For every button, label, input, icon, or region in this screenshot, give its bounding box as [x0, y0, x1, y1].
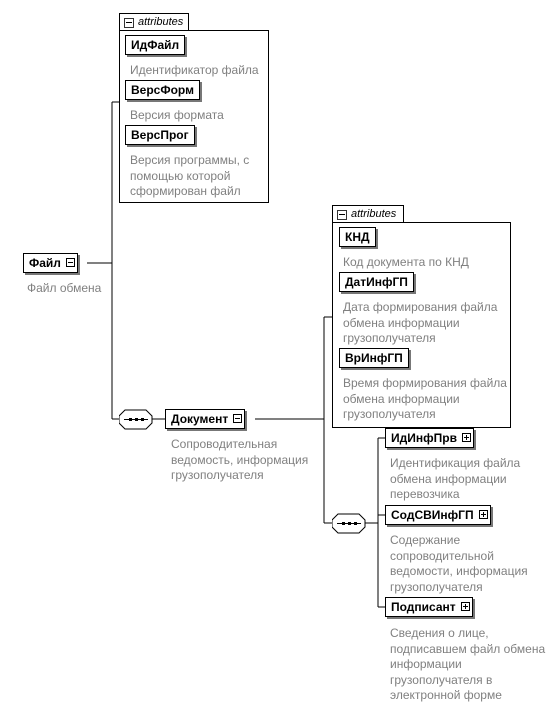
- root-element[interactable]: Файл: [23, 253, 78, 273]
- expand-icon[interactable]: [460, 602, 470, 611]
- child-podpisant[interactable]: Подписант: [385, 597, 473, 617]
- attribute-name: ВрИнфГП: [345, 351, 403, 365]
- document-element[interactable]: Документ: [165, 409, 246, 429]
- element-name: Подписант: [391, 600, 456, 614]
- attribute-desc: Версия программы, с помощью которой сфор…: [130, 153, 250, 198]
- attribute-vrinfgp[interactable]: ВрИнфГП: [339, 348, 409, 368]
- root-attributes-box: [119, 30, 269, 203]
- attribute-name: ВерсФорм: [131, 83, 194, 97]
- document-attributes-header-label: attributes: [351, 208, 397, 220]
- document-attributes-header[interactable]: attributes: [332, 205, 404, 222]
- root-desc: Файл обмена: [27, 281, 102, 295]
- attribute-versform[interactable]: ВерсФорм: [125, 80, 200, 100]
- expand-icon[interactable]: [461, 433, 471, 442]
- document-desc: Сопроводительная ведомость, информация г…: [171, 437, 309, 482]
- element-name: ИдИнфПрв: [391, 431, 457, 445]
- attribute-name: ДатИнфГП: [345, 275, 408, 289]
- child-idinfprv[interactable]: ИдИнфПрв: [385, 428, 474, 448]
- attribute-versprog[interactable]: ВерсПрог: [125, 125, 195, 145]
- root-attributes-header[interactable]: attributes: [119, 13, 189, 30]
- attribute-desc: Дата формирования файла обмена информаци…: [343, 300, 498, 345]
- child-desc: Идентификация файла обмена информации пе…: [390, 456, 521, 501]
- element-name: Документ: [171, 412, 229, 426]
- attribute-desc: Время формирования файла обмена информац…: [343, 376, 507, 421]
- child-desc: Сведения о лице, подписавшем файл обмена…: [390, 626, 546, 702]
- element-name: Файл: [29, 256, 61, 270]
- sequence-icon[interactable]: [332, 513, 366, 534]
- root-attributes-header-label: attributes: [138, 16, 184, 28]
- child-sodsvinfgp[interactable]: СодСВИнфГП: [385, 505, 491, 525]
- attribute-desc: Код документа по КНД: [343, 255, 469, 269]
- attribute-name: КНД: [345, 230, 370, 244]
- attribute-idfail[interactable]: ИдФайл: [125, 35, 186, 55]
- sequence-icon[interactable]: [119, 409, 153, 430]
- collapse-icon[interactable]: [337, 210, 347, 220]
- attribute-desc: Версия формата: [130, 108, 224, 122]
- attribute-knd[interactable]: КНД: [339, 227, 376, 247]
- attribute-name: ВерсПрог: [131, 128, 189, 142]
- attribute-datinfgp[interactable]: ДатИнфГП: [339, 272, 414, 292]
- attribute-desc: Идентификатор файла: [130, 63, 259, 77]
- expand-icon[interactable]: [478, 510, 488, 519]
- attribute-name: ИдФайл: [131, 38, 180, 52]
- document-attributes-box: [332, 222, 511, 428]
- child-desc: Содержание сопроводительной ведомости, и…: [390, 533, 528, 594]
- element-name: СодСВИнфГП: [391, 508, 474, 522]
- collapse-icon[interactable]: [233, 414, 243, 423]
- collapse-icon[interactable]: [124, 18, 134, 28]
- collapse-icon[interactable]: [65, 258, 75, 267]
